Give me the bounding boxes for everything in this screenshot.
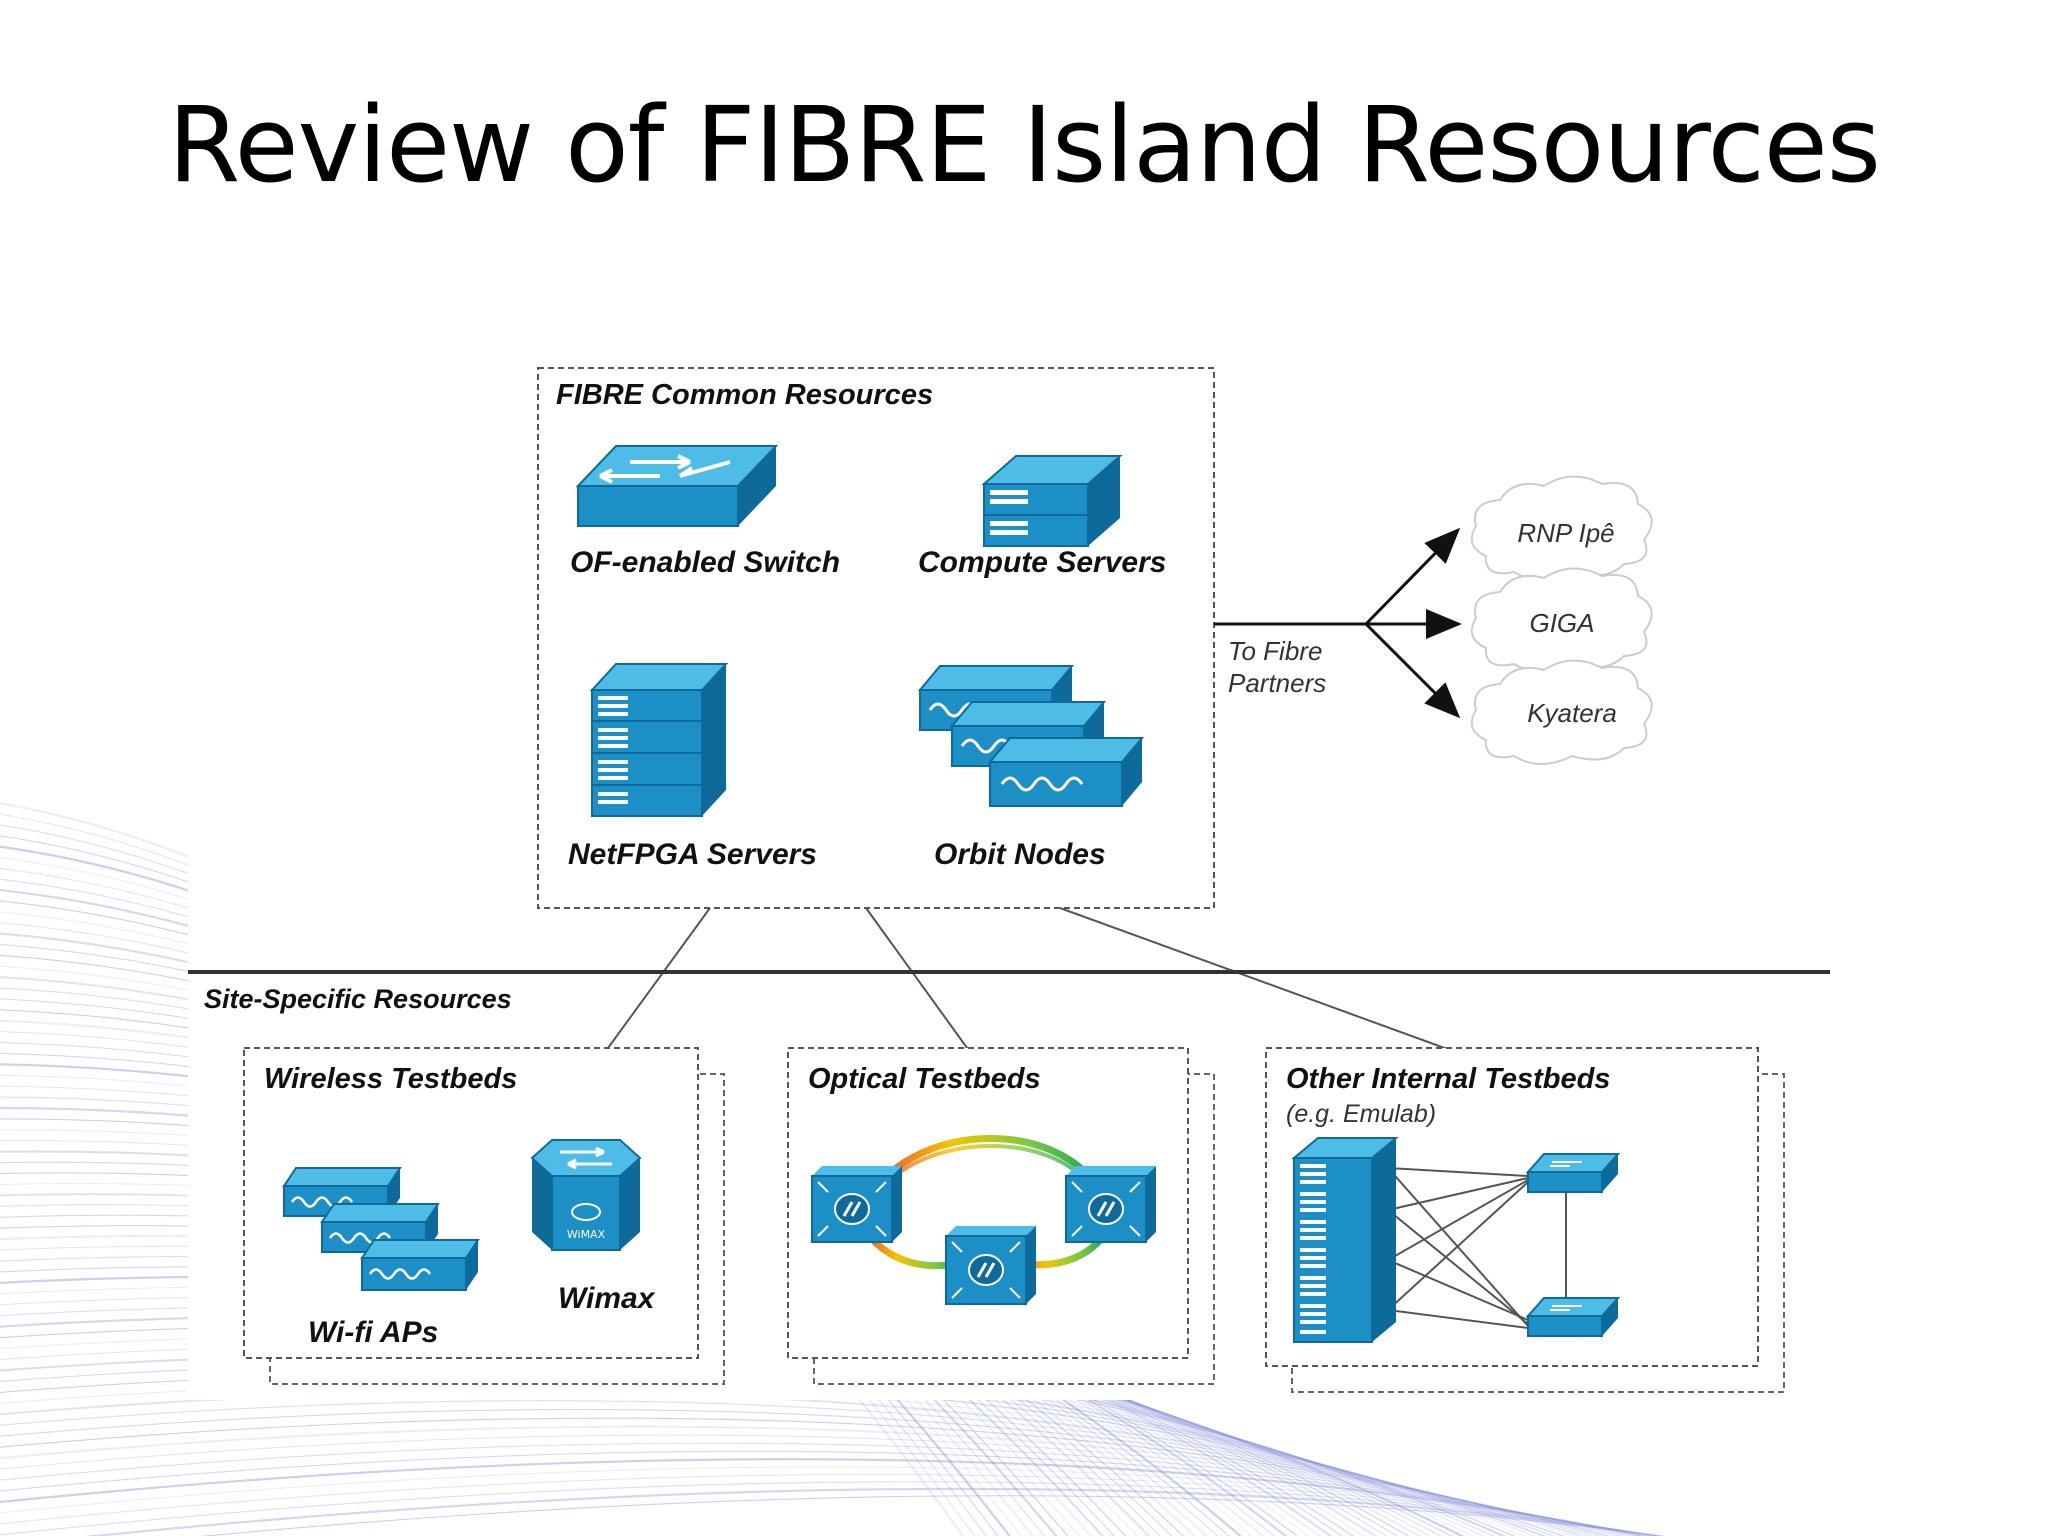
- partners-connector: [1214, 527, 1462, 719]
- netfpga-servers-label: NetFPGA Servers: [568, 838, 817, 871]
- other-testbeds-subtitle: (e.g. Emulab): [1286, 1100, 1436, 1128]
- wimax-badge: WiMAX: [567, 1228, 606, 1241]
- partners-label-line2: Partners: [1228, 668, 1326, 698]
- other-testbeds-title: Other Internal Testbeds: [1286, 1063, 1610, 1095]
- orbit-node-icon: [917, 665, 1145, 807]
- cloud-kyatera-label: Kyatera: [1527, 698, 1617, 728]
- openflow-switch-label: OF-enabled Switch: [570, 546, 840, 579]
- cloud-giga-label: GIGA: [1529, 608, 1594, 638]
- cloud-rnp-ipe-label: RNP Ipê: [1517, 518, 1614, 548]
- swoosh-line: [0, 1458, 1649, 1536]
- emulab-switch-top-icon: [1525, 1153, 1621, 1193]
- swoosh-line: [0, 1434, 1626, 1536]
- swoosh-line: [83, 1487, 1666, 1536]
- swoosh-line: [0, 1408, 1601, 1536]
- netfpga-server-icon: [589, 663, 729, 817]
- emulab-switch-bottom-icon: [1525, 1297, 1621, 1337]
- wimax-icon: WiMAX: [530, 1139, 642, 1251]
- slide-title: Review of FIBRE Island Resources: [168, 84, 1881, 206]
- partners-label-line1: To Fibre: [1228, 636, 1322, 666]
- cloud-kyatera: Kyatera: [1470, 659, 1653, 765]
- common-resources-title: FIBRE Common Resources: [556, 379, 933, 411]
- swoosh-line: [0, 1481, 1660, 1536]
- optical-node-middle: [945, 1226, 1036, 1305]
- site-resources-title: Site-Specific Resources: [204, 984, 512, 1014]
- swoosh-line: [0, 1442, 1633, 1536]
- emulab-server-rack-icon: [1291, 1137, 1399, 1343]
- optical-testbeds-title: Optical Testbeds: [808, 1063, 1041, 1095]
- openflow-switch-icon: [575, 445, 779, 527]
- swoosh-line: [199, 1495, 1663, 1536]
- cloud-rnp-ipe: RNP Ipê: [1470, 475, 1653, 581]
- swoosh-line: [0, 1400, 1592, 1536]
- wireless-testbeds-title: Wireless Testbeds: [264, 1063, 517, 1095]
- optical-node-right: [1065, 1166, 1156, 1243]
- compute-server-icon: [981, 455, 1123, 547]
- compute-servers-label: Compute Servers: [918, 546, 1166, 579]
- wimax-label: Wimax: [558, 1282, 656, 1315]
- swoosh-line: [0, 1466, 1652, 1536]
- swoosh-line: [0, 1417, 1610, 1536]
- optical-node-left: [811, 1166, 902, 1243]
- orbit-nodes-label: Orbit Nodes: [934, 838, 1106, 871]
- swoosh-line: [0, 1473, 1656, 1536]
- wifi-ap-icon: [282, 1167, 480, 1291]
- swoosh-line: [0, 1450, 1640, 1536]
- swoosh-line: [0, 1425, 1620, 1536]
- common-to-site-connectors: [607, 907, 1451, 1053]
- wifi-aps-label: Wi-fi APs: [308, 1316, 438, 1349]
- emulab-links: [1387, 1167, 1567, 1329]
